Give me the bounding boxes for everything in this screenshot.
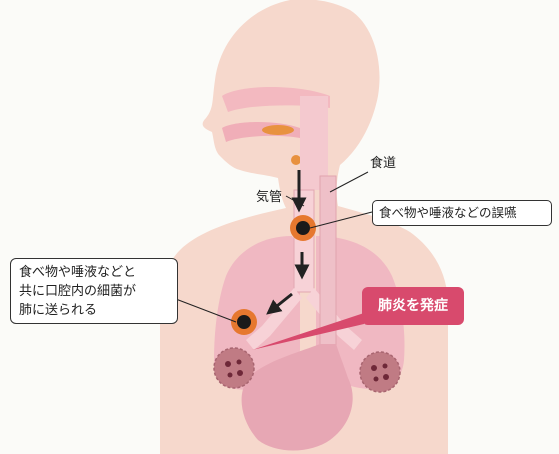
uvula-marker [291, 155, 301, 165]
aspiration-callout: 食べ物や唾液などの誤嚥 [372, 200, 552, 226]
tongue [262, 125, 294, 135]
bacteria-text-line-1: 食べ物や唾液などと [19, 263, 169, 282]
pneumonia-text: 肺炎を発症 [378, 298, 448, 314]
aspiration-text: 食べ物や唾液などの誤嚥 [379, 205, 517, 220]
trachea-label: 気管 [256, 189, 282, 205]
pneumonia-callout: 肺炎を発症 [362, 287, 464, 325]
bacteria-callout: 食べ物や唾液などと 共に口腔内の細菌が 肺に送られる [10, 258, 178, 324]
bacteria-text-line-3: 肺に送られる [19, 301, 169, 320]
bacteria-icon [214, 348, 254, 388]
trachea-tube [294, 190, 314, 292]
bacteria-text-line-2: 共に口腔内の細菌が [19, 282, 169, 301]
esophagus-label: 食道 [370, 155, 396, 171]
bacteria-icon [360, 352, 400, 392]
